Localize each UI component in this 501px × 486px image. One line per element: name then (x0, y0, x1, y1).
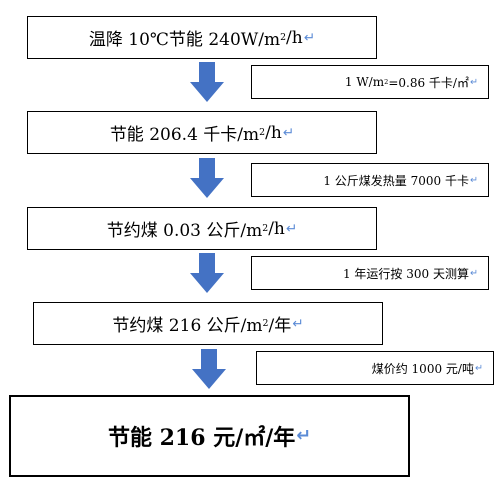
down-arrow-shape (192, 349, 226, 389)
down-arrow-shape (190, 62, 224, 102)
step-2-unit: /h (265, 122, 282, 143)
note-box-4: 煤价约 1000 元/吨↵ (256, 351, 494, 385)
step-4-sup: 2 (262, 318, 269, 329)
result-text: 节能 216 元/㎡/年 (107, 425, 296, 451)
note-box-3: 1 年运行按 300 天测算↵ (251, 256, 489, 290)
step-4-text: 节约煤 216 公斤/m (112, 316, 263, 336)
return-mark-icon: ↵ (285, 220, 298, 237)
step-1-text: 温降 10℃节能 240W/m (88, 30, 281, 50)
down-arrow-shape (190, 158, 224, 198)
return-mark-icon: ↵ (296, 426, 312, 446)
note-2-text: 1 公斤煤发热量 7000 千卡 (323, 173, 469, 188)
return-mark-icon: ↵ (303, 29, 316, 46)
note-1-text: 1 W/m (344, 75, 385, 89)
note-1-sup: 2 (384, 78, 389, 86)
return-mark-icon: ↵ (474, 362, 483, 374)
note-1-text-rest: =0.86 千卡/㎡ (388, 75, 469, 90)
step-3-unit: /h (268, 218, 285, 239)
down-arrow-icon (192, 349, 226, 389)
down-arrow-icon (190, 62, 224, 102)
note-3-text: 1 年运行按 300 天测算 (342, 266, 469, 281)
return-mark-icon: ↵ (292, 315, 304, 332)
return-mark-icon: ↵ (469, 267, 478, 279)
step-4-unit: /年 (268, 316, 292, 336)
return-mark-icon: ↵ (469, 76, 478, 88)
return-mark-icon: ↵ (469, 174, 478, 186)
down-arrow-icon (190, 158, 224, 198)
step-1-sup: 2 (280, 32, 287, 43)
result-box: 节能 216 元/㎡/年↵ (9, 395, 410, 477)
step-3-text: 节约煤 0.03 公斤/m (106, 221, 263, 241)
step-2-text: 节能 206.4 千卡/m (109, 125, 260, 145)
down-arrow-shape (190, 253, 224, 293)
note-4-text: 煤价约 1000 元/吨 (371, 361, 474, 376)
step-3-sup: 2 (262, 223, 269, 234)
return-mark-icon: ↵ (282, 124, 295, 141)
step-1-unit: /h (286, 27, 303, 48)
step-2-sup: 2 (259, 127, 266, 138)
down-arrow-icon (190, 253, 224, 293)
note-box-2: 1 公斤煤发热量 7000 千卡↵ (251, 163, 489, 197)
